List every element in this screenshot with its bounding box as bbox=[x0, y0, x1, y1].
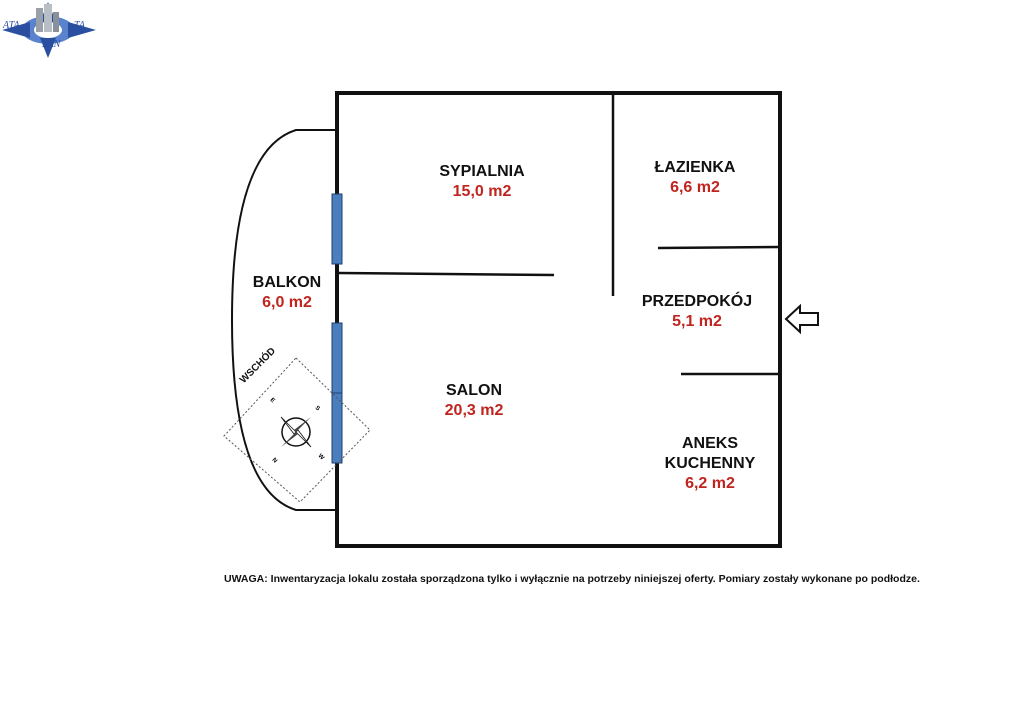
compass-n: N bbox=[271, 457, 278, 464]
logo-text-left: ATA bbox=[3, 20, 20, 31]
room-area: 20,3 m2 bbox=[444, 402, 504, 419]
balcony-door bbox=[331, 322, 343, 394]
room-lazienka: ŁAZIENKA 6,6 m2 bbox=[655, 158, 736, 198]
room-sypialnia: SYPIALNIA 15,0 m2 bbox=[439, 162, 524, 202]
room-area: 15,0 m2 bbox=[452, 183, 512, 200]
compass-rose-icon bbox=[223, 357, 371, 503]
disclaimer-note: UWAGA: Inwentaryzacja lokalu została spo… bbox=[224, 573, 920, 585]
room-area: 6,0 m2 bbox=[262, 294, 312, 311]
compass-w: W bbox=[317, 453, 325, 461]
room-name-line2: KUCHENNY bbox=[664, 455, 756, 472]
room-przedpokoj: PRZEDPOKÓJ 5,1 m2 bbox=[642, 292, 752, 332]
window-salon bbox=[331, 392, 343, 464]
room-area: 5,1 m2 bbox=[672, 313, 722, 330]
room-salon: SALON 20,3 m2 bbox=[445, 381, 504, 421]
outer-walls bbox=[335, 91, 782, 548]
logo-text-bottom: LAN bbox=[42, 39, 61, 50]
room-name: ŁAZIENKA bbox=[654, 159, 736, 176]
logo-graphic bbox=[2, 2, 96, 58]
window-bedroom bbox=[331, 193, 343, 265]
room-name: SALON bbox=[446, 382, 502, 399]
compass-e: E bbox=[269, 397, 276, 404]
wall-bedroom-salon bbox=[337, 271, 555, 277]
agency-logo: ATA TA LAN bbox=[0, 0, 100, 60]
room-name-line1: ANEKS bbox=[681, 435, 739, 452]
room-name: PRZEDPOKÓJ bbox=[641, 293, 753, 310]
compass-s: S bbox=[314, 405, 321, 412]
wall-bathroom-hall bbox=[657, 245, 781, 250]
balcony-outline bbox=[230, 129, 336, 511]
room-area: 6,2 m2 bbox=[685, 475, 735, 492]
room-name: BALKON bbox=[252, 274, 322, 291]
room-name: SYPIALNIA bbox=[439, 163, 525, 180]
room-balkon: BALKON 6,0 m2 bbox=[253, 273, 321, 313]
logo-text-right: TA bbox=[74, 20, 85, 31]
room-area: 6,6 m2 bbox=[670, 179, 720, 196]
entrance-arrow-icon bbox=[784, 303, 819, 335]
room-aneks-kuchenny: ANEKS KUCHENNY 6,2 m2 bbox=[665, 434, 756, 494]
